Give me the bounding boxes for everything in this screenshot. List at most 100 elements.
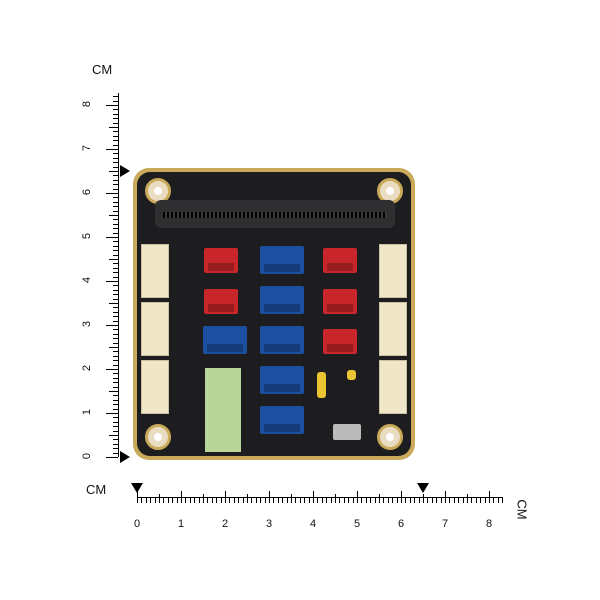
ruler-tick [335, 494, 336, 503]
ruler-tick [106, 369, 118, 370]
ruler-tick [242, 498, 244, 503]
jumper-pins [317, 372, 326, 398]
vertical-ruler-line [118, 93, 119, 457]
ruler-tick [247, 494, 248, 503]
ruler-tick [427, 498, 429, 503]
ruler-tick [159, 494, 160, 503]
ruler-tick [109, 127, 118, 128]
ruler-tick [113, 113, 118, 115]
ruler-tick [264, 498, 266, 503]
ruler-tick [113, 122, 118, 124]
ruler-tick [269, 491, 270, 503]
ruler-label: 0 [134, 518, 141, 530]
ruler-tick [113, 118, 118, 120]
ruler-tick [113, 333, 118, 335]
ruler-tick [113, 241, 118, 243]
ruler-tick [189, 498, 191, 503]
ruler-tick [113, 316, 118, 318]
ruler-tick [113, 439, 118, 441]
ruler-tick [436, 498, 438, 503]
blue-connector [260, 286, 304, 314]
ruler-tick [181, 491, 182, 503]
ruler-tick [113, 320, 118, 322]
ruler-tick [106, 457, 118, 458]
ruler-tick [113, 232, 118, 234]
ruler-tick [304, 498, 306, 503]
ruler-tick [493, 498, 495, 503]
ruler-label: 5 [354, 518, 361, 530]
ruler-label: 7 [81, 144, 94, 152]
ruler-tick [361, 498, 363, 503]
ruler-tick [414, 498, 416, 503]
ruler-tick [113, 254, 118, 256]
ruler-tick [286, 498, 288, 503]
ruler-tick [445, 491, 446, 503]
ruler-tick [383, 498, 385, 503]
ruler-tick [471, 498, 473, 503]
ruler-tick [238, 498, 240, 503]
ruler-tick [113, 443, 118, 445]
ruler-tick [233, 498, 235, 503]
ruler-tick [198, 498, 200, 503]
ruler-tick [113, 162, 118, 164]
ruler-tick [467, 494, 468, 503]
micro-usb-port [333, 424, 361, 440]
ruler-tick [109, 435, 118, 436]
ruler-tick [113, 342, 118, 344]
ruler-tick [113, 382, 118, 384]
ruler-tick [109, 215, 118, 216]
ruler-tick [330, 498, 332, 503]
red-connector [204, 289, 238, 314]
ruler-tick [113, 184, 118, 186]
red-connector [204, 248, 238, 273]
side-connector [379, 244, 407, 298]
ruler-tick [113, 377, 118, 379]
ruler-tick [106, 413, 118, 414]
ruler-tick [113, 219, 118, 221]
ruler-tick [379, 494, 380, 503]
ruler-tick [113, 135, 118, 137]
board-width-marker-icon [417, 483, 429, 493]
ruler-tick [172, 498, 174, 503]
ruler-tick [113, 448, 118, 450]
side-connector [379, 360, 407, 414]
ruler-tick [370, 498, 372, 503]
ruler-tick [137, 491, 138, 503]
ruler-tick [339, 498, 341, 503]
jumper-pin [347, 370, 356, 380]
ruler-tick [141, 498, 143, 503]
ruler-tick [106, 193, 118, 194]
ruler-tick [295, 498, 297, 503]
ruler-label: 8 [81, 100, 94, 108]
mounting-hole [145, 424, 171, 450]
horizontal-unit-label-right: CM [514, 499, 530, 520]
ruler-tick [321, 498, 323, 503]
ruler-tick [109, 171, 118, 172]
ruler-tick [113, 351, 118, 353]
ruler-tick [113, 96, 118, 98]
ruler-tick [113, 329, 118, 331]
ruler-tick [484, 498, 486, 503]
ruler-tick [113, 426, 118, 428]
ruler-tick [113, 228, 118, 230]
ruler-tick [113, 289, 118, 291]
red-connector [323, 248, 357, 273]
ruler-label: 5 [81, 232, 94, 240]
ruler-tick [392, 498, 394, 503]
ruler-tick [113, 373, 118, 375]
ruler-tick [401, 491, 402, 503]
ruler-label: 7 [442, 518, 449, 530]
ruler-tick [113, 408, 118, 410]
ruler-tick [176, 498, 178, 503]
ruler-tick [113, 404, 118, 406]
ruler-tick [113, 452, 118, 454]
mounting-hole [377, 424, 403, 450]
ruler-tick [106, 325, 118, 326]
ruler-tick [113, 131, 118, 133]
ruler-tick [489, 491, 490, 503]
ruler-tick [113, 179, 118, 181]
ruler-label: 1 [178, 518, 185, 530]
ruler-tick [211, 498, 213, 503]
ruler-tick [313, 491, 314, 503]
ruler-tick [113, 109, 118, 111]
